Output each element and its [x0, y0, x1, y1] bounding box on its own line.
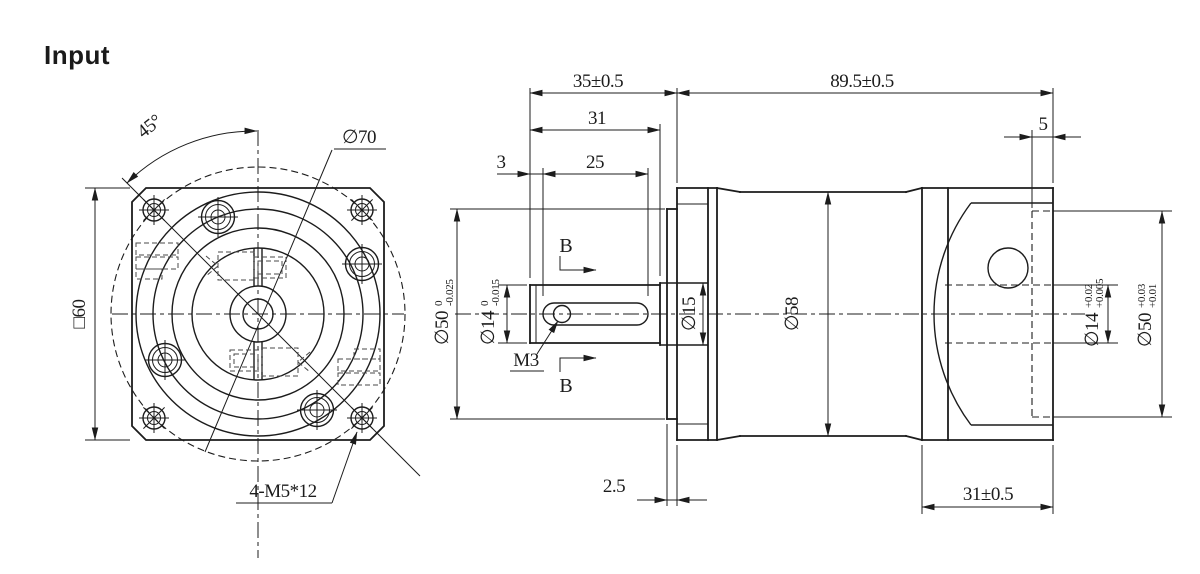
corner-holes [139, 195, 377, 433]
svg-text:∅50: ∅50 [432, 311, 453, 345]
dim-square-60: □60 [69, 300, 90, 329]
flange-circles [110, 166, 406, 462]
dim-pilot-dia-50: ∅50 0 -0.025 [432, 279, 456, 345]
bolt-circle-dimension: ∅70 [334, 127, 386, 150]
dim-89-5: 89.5±0.5 [830, 71, 893, 92]
m3-note: M3 [510, 320, 559, 372]
svg-text:∅14: ∅14 [1082, 312, 1103, 347]
output-flange-hole [987, 247, 1029, 289]
svg-text:∅58: ∅58 [782, 297, 803, 331]
screw-hole [342, 244, 382, 284]
section-label-bottom: B [559, 375, 572, 397]
m3-setscrew-hole [552, 304, 572, 324]
svg-text:0: 0 [479, 300, 491, 306]
svg-text:∅15: ∅15 [679, 297, 700, 331]
screw-hole [297, 390, 337, 430]
corner-hole [139, 403, 169, 433]
svg-text:∅14: ∅14 [478, 310, 499, 345]
svg-text:∅50: ∅50 [1135, 313, 1156, 347]
bolt-circle-70 [110, 166, 406, 462]
side-view: B B 35±0.5 [432, 71, 1172, 514]
section-marks: B B [559, 235, 597, 397]
svg-text:+0.01: +0.01 [1147, 284, 1159, 308]
hidden-internals [135, 242, 381, 386]
dim-25: 25 [586, 152, 604, 173]
dim-5: 5 [1039, 114, 1048, 135]
output-shaft [529, 284, 661, 344]
svg-text:+0.005: +0.005 [1094, 278, 1106, 308]
dim-pilot-bore-dia-50: ∅50 +0.03 +0.01 [1135, 283, 1159, 347]
keyway-slot [542, 302, 649, 326]
housing-body [715, 186, 924, 442]
dim-shoulder-dia-15: ∅15 [679, 297, 700, 331]
assembly-screw-holes [145, 197, 382, 430]
dim-3: 3 [497, 152, 506, 173]
note-4-m5-12: 4-M5*12 [249, 481, 316, 502]
svg-text:+0.03: +0.03 [1136, 283, 1148, 308]
svg-text:-0.015: -0.015 [490, 279, 502, 306]
dim-2-5: 2.5 [603, 476, 625, 497]
dim-shaft-dia-14: ∅14 0 -0.015 [478, 279, 502, 345]
dim-31-rear: 31±0.5 [963, 484, 1013, 505]
dim-corner-angle: 45° [133, 111, 166, 143]
rear-block [921, 187, 1054, 441]
front-construction-lines [121, 149, 421, 477]
dim-bore-dia-14: ∅14 +0.02 +0.005 [1082, 278, 1106, 347]
dim-bolt-circle-70: ∅70 [342, 127, 376, 148]
flange-outline [131, 187, 385, 441]
svg-text:-0.025: -0.025 [444, 279, 456, 306]
hidden-bores [945, 210, 1053, 418]
corner-hole [139, 195, 169, 225]
svg-text:+0.02: +0.02 [1083, 284, 1095, 308]
square-dimension: □60 [69, 187, 130, 441]
side-dimensions: 35±0.5 89.5±0.5 31 3 25 5 2.5 31 [432, 71, 1172, 514]
corner-hole [347, 195, 377, 225]
angle-dimension: 45° [126, 111, 258, 184]
dim-body-dia-58: ∅58 [782, 297, 803, 331]
section-label-top: B [559, 235, 572, 257]
front-view: 45° □60 ∅70 4-M5*12 [69, 111, 421, 558]
page-title: Input [44, 40, 110, 70]
svg-text:0: 0 [433, 300, 445, 306]
mounting-holes-note: 4-M5*12 [236, 431, 358, 504]
corner-hole [347, 403, 377, 433]
dim-31: 31 [588, 108, 606, 129]
screw-hole [145, 340, 185, 380]
screw-hole [198, 197, 238, 237]
dim-35: 35±0.5 [573, 71, 623, 92]
label-m3: M3 [513, 350, 538, 371]
